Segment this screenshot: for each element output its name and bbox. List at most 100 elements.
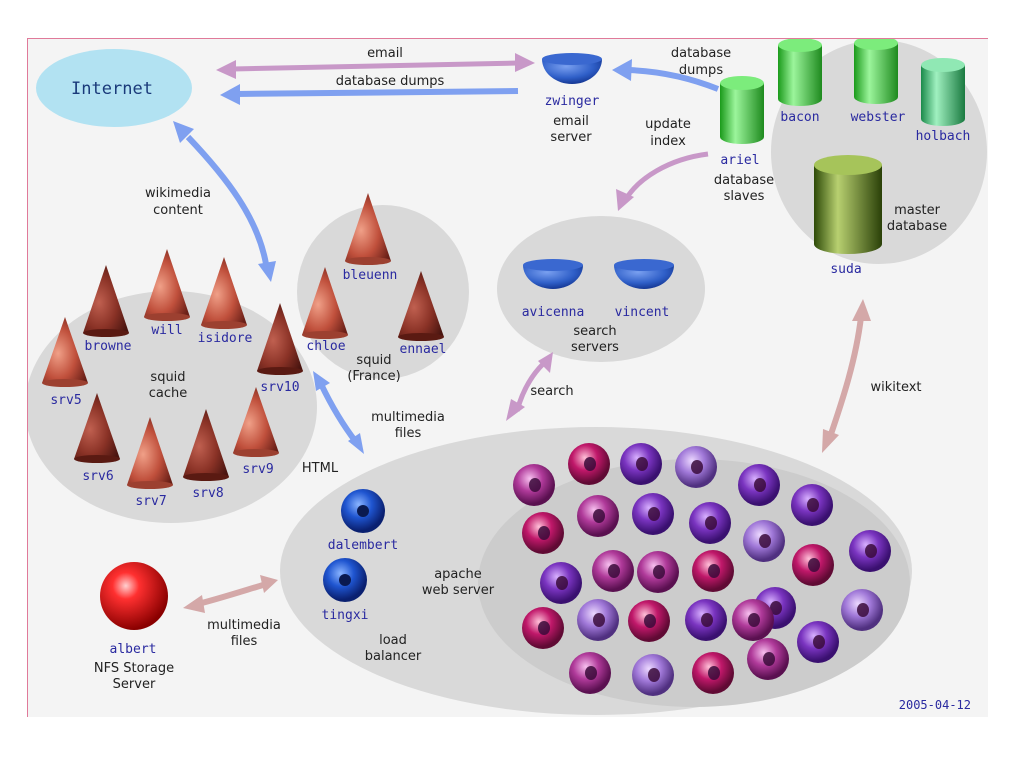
albert-label: albert bbox=[110, 642, 157, 657]
ariel-db bbox=[720, 76, 764, 144]
torus-hole bbox=[593, 509, 605, 523]
diagram-svg: Internet email database dumps database d… bbox=[28, 39, 987, 715]
ennael-cone bbox=[398, 271, 444, 341]
torus-hole bbox=[708, 666, 720, 680]
multimedia-files-label-bottom-2: files bbox=[231, 634, 258, 649]
bleuenn-label: bleuenn bbox=[343, 268, 398, 283]
torus-hole bbox=[759, 534, 771, 548]
isidore-label: isidore bbox=[198, 331, 253, 346]
torus-hole bbox=[584, 457, 596, 471]
chloe-cone bbox=[302, 267, 348, 339]
database-dumps-arrow-top bbox=[612, 59, 720, 92]
bacon-db bbox=[778, 39, 822, 106]
browne-label: browne bbox=[85, 339, 132, 354]
torus-hole bbox=[807, 498, 819, 512]
srv9-label: srv9 bbox=[242, 462, 273, 477]
srv10-cone bbox=[257, 303, 303, 375]
wikimedia-content-arrow bbox=[173, 121, 276, 282]
torus-hole bbox=[865, 544, 877, 558]
avicenna-server bbox=[523, 259, 583, 289]
multimedia-files-label-bottom-1: multimedia bbox=[207, 618, 281, 633]
srv6-cone bbox=[74, 393, 120, 463]
avicenna-label: avicenna bbox=[522, 305, 585, 320]
torus-hole bbox=[770, 601, 782, 615]
suda-label: suda bbox=[830, 262, 861, 277]
srv7-label: srv7 bbox=[135, 494, 166, 509]
database-dumps-label-top-1: database bbox=[671, 46, 731, 61]
wikitext-arrow bbox=[822, 299, 871, 453]
apache-torus-grid bbox=[513, 443, 891, 696]
will-cone bbox=[144, 249, 190, 321]
master-database-label-2: database bbox=[887, 219, 947, 234]
dalembert-torus bbox=[341, 489, 385, 533]
srv9-cone bbox=[233, 387, 279, 457]
nfs-label-2: Server bbox=[113, 677, 156, 692]
update-index-label-2: index bbox=[650, 134, 686, 149]
ariel-label: ariel bbox=[720, 153, 759, 168]
load-balancer-label-2: balancer bbox=[365, 649, 422, 664]
torus-hole bbox=[653, 565, 665, 579]
torus-hole bbox=[593, 613, 605, 627]
torus-hole bbox=[538, 526, 550, 540]
webster-label: webster bbox=[851, 110, 906, 125]
bowl-icon bbox=[523, 265, 583, 289]
bacon-label: bacon bbox=[780, 110, 819, 125]
dalembert-label: dalembert bbox=[328, 538, 398, 553]
squid-cache-label-2: cache bbox=[149, 386, 188, 401]
torus-hole bbox=[748, 613, 760, 627]
search-servers-label-1: search bbox=[573, 324, 616, 339]
will-label: will bbox=[151, 323, 182, 338]
search-servers-label-2: servers bbox=[571, 340, 619, 355]
email-arrow bbox=[216, 53, 535, 79]
apache-label-2: web server bbox=[422, 583, 495, 598]
bowl-icon bbox=[614, 265, 674, 289]
wikimedia-content-label-1: wikimedia bbox=[145, 186, 211, 201]
master-database-label-1: master bbox=[894, 203, 940, 218]
database-dumps-arrow-left bbox=[220, 84, 519, 105]
multimedia-files-arrow-top bbox=[313, 371, 364, 454]
srv10-label: srv10 bbox=[260, 380, 299, 395]
torus-hole bbox=[585, 666, 597, 680]
tingxi-torus bbox=[323, 558, 367, 602]
internet-label: Internet bbox=[71, 79, 153, 99]
torus-hole bbox=[691, 460, 703, 474]
wikitext-label: wikitext bbox=[870, 380, 921, 395]
multimedia-files-arrow-bottom bbox=[183, 575, 278, 613]
suda-db bbox=[814, 155, 882, 254]
zwinger-server bbox=[542, 53, 602, 84]
torus-hole bbox=[705, 516, 717, 530]
torus-hole bbox=[763, 652, 775, 666]
torus-hole bbox=[808, 558, 820, 572]
nfs-label-1: NFS Storage bbox=[94, 661, 174, 676]
load-balancer-label-1: load bbox=[379, 633, 407, 648]
email-server-label-1: email bbox=[553, 114, 589, 129]
vincent-label: vincent bbox=[615, 305, 670, 320]
srv8-cone bbox=[183, 409, 229, 481]
database-dumps-label-top-2: dumps bbox=[679, 63, 723, 78]
srv6-label: srv6 bbox=[82, 469, 113, 484]
bowl-icon bbox=[542, 59, 602, 84]
albert-sphere bbox=[100, 562, 168, 630]
email-label: email bbox=[367, 46, 403, 61]
squid-france-label-1: squid bbox=[356, 353, 391, 368]
browne-cone bbox=[83, 265, 129, 337]
torus-hole bbox=[644, 614, 656, 628]
torus-hole bbox=[857, 603, 869, 617]
holbach-label: holbach bbox=[916, 129, 971, 144]
torus-hole bbox=[813, 635, 825, 649]
date-label: 2005-04-12 bbox=[899, 698, 971, 712]
torus-hole bbox=[648, 668, 660, 682]
squid-cache-group-bg bbox=[28, 291, 317, 523]
multimedia-files-label-top-2: files bbox=[395, 426, 422, 441]
torus-hole bbox=[556, 576, 568, 590]
search-arrow bbox=[506, 352, 553, 421]
chloe-label: chloe bbox=[306, 339, 345, 354]
squid-france-label-2: (France) bbox=[347, 369, 400, 384]
architecture-diagram: Internet email database dumps database d… bbox=[27, 38, 988, 717]
holbach-db bbox=[921, 58, 965, 126]
apache-label-1: apache bbox=[434, 567, 482, 582]
internet-cloud bbox=[36, 49, 192, 127]
torus-hole bbox=[701, 613, 713, 627]
search-label: search bbox=[530, 384, 573, 399]
database-dumps-label-left: database dumps bbox=[336, 74, 445, 89]
